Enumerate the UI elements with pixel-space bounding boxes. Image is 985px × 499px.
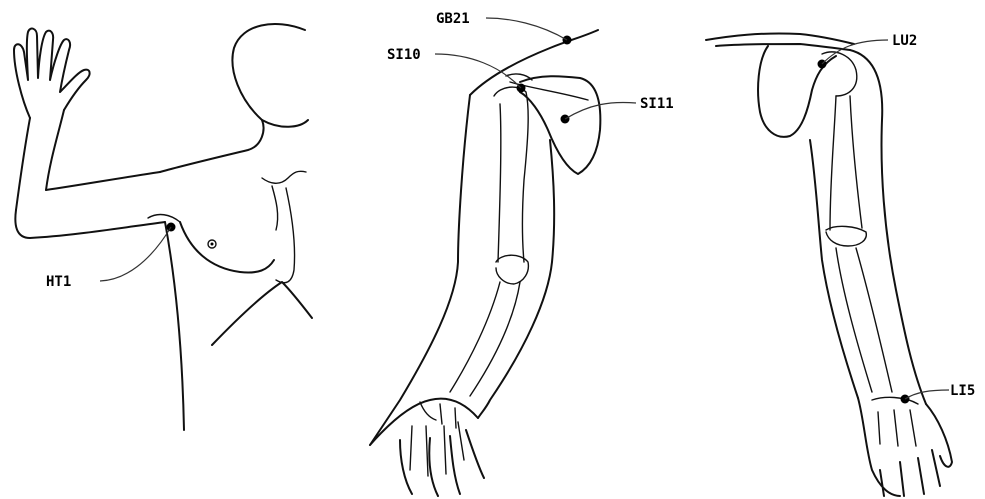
scapula [520, 76, 600, 174]
clavicle [262, 171, 306, 183]
nipple-dot [211, 243, 214, 246]
leader-si10 [435, 54, 521, 88]
chest-figure [14, 24, 312, 430]
radius [450, 282, 500, 392]
sternum [276, 188, 295, 283]
anterior-arm-figure [706, 33, 952, 496]
leader-ht1 [100, 227, 171, 281]
label-si11: SI11 [640, 96, 674, 112]
clavicle-right [706, 33, 854, 50]
label-ht1: HT1 [46, 274, 71, 290]
axilla-crease [148, 215, 180, 222]
radius-right [836, 248, 872, 392]
hand-bones [410, 402, 464, 476]
ulna-right [856, 248, 892, 392]
torso-left-side [165, 222, 184, 430]
arm-outline-right-b [810, 140, 858, 398]
raised-hand [14, 29, 90, 118]
arm-outline-medial [478, 140, 554, 418]
humerus-right [830, 96, 862, 230]
hand-bones-right [872, 397, 918, 446]
shoulder-line [160, 120, 263, 172]
torso-abdomen [212, 282, 312, 345]
label-li5: LI5 [950, 383, 975, 399]
head-outline [232, 24, 305, 120]
leader-li5 [905, 390, 949, 399]
raised-forearm [16, 110, 64, 210]
trapezius-line [470, 30, 598, 95]
jaw-line [262, 120, 308, 127]
posterior-arm-figure [370, 30, 600, 496]
scapula-right [758, 46, 836, 137]
pectoral [180, 222, 274, 273]
label-gb21: GB21 [436, 11, 470, 27]
acupoint-labels: HT1 GB21 SI10 SI11 LU2 LI5 [46, 11, 975, 399]
arm-outline-lateral [370, 95, 470, 445]
elbow-right [826, 226, 866, 246]
leader-gb21 [486, 18, 567, 40]
anterior-hand [858, 398, 952, 496]
sternal-notch [272, 186, 278, 230]
upper-arm [15, 172, 165, 238]
label-lu2: LU2 [892, 33, 917, 49]
humerus [494, 87, 528, 262]
label-si10: SI10 [387, 47, 421, 63]
